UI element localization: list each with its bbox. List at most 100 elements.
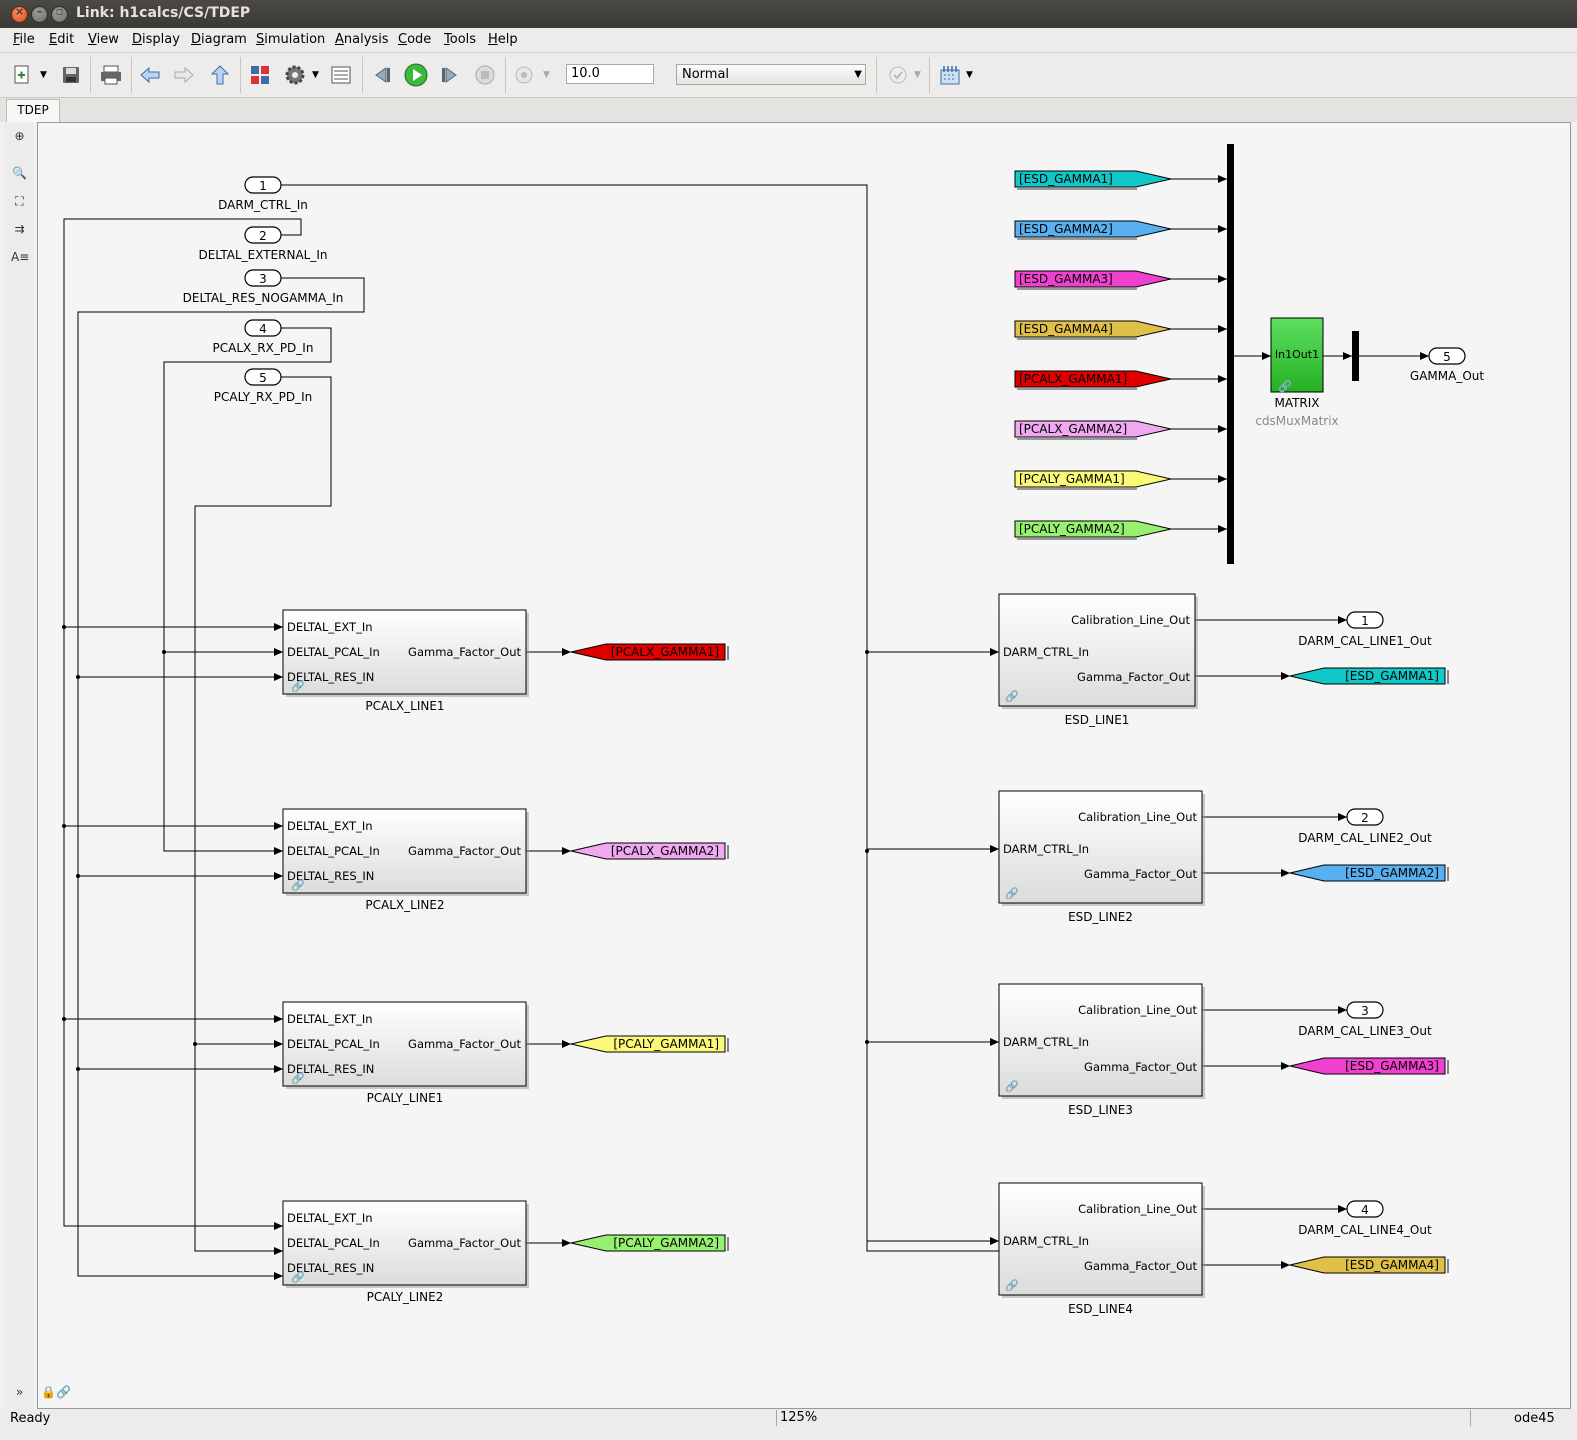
logging-dropdown-arrow-icon[interactable]: ▼ [966,70,973,80]
menu-code[interactable]: Code [398,32,432,47]
goto-shape[interactable] [570,643,726,661]
step-back-icon[interactable] [368,61,396,89]
demux-block[interactable] [1352,331,1359,381]
goto-tag[interactable]: [ESD_GAMMA1] [1289,667,1449,685]
model-explorer-icon[interactable] [327,61,355,89]
annotation-icon[interactable]: A≡ [11,250,30,264]
minimize-window-button[interactable]: – [31,5,48,23]
matrix-body[interactable] [1270,317,1324,393]
block-body[interactable] [998,790,1203,904]
goto-shape[interactable] [1289,1057,1446,1075]
goto-shape[interactable] [1289,1256,1446,1274]
goto-shape[interactable] [1289,864,1446,882]
from-shape[interactable] [1014,370,1172,388]
from-shape[interactable] [1014,420,1172,438]
tab-tdep[interactable]: TDEP [6,99,60,122]
block-body[interactable] [282,808,527,894]
from-tag[interactable]: [PCALY_GAMMA1] [1014,470,1172,490]
subsystem-pcaly_line2[interactable]: DELTAL_EXT_InDELTAL_PCAL_InDELTAL_RES_IN… [282,1200,529,1304]
block-body[interactable] [998,1182,1203,1296]
new-dropdown-arrow-icon[interactable]: ▼ [40,70,47,80]
goto-shape[interactable] [1289,667,1446,685]
back-icon[interactable] [136,61,164,89]
from-shape[interactable] [1014,520,1172,538]
menu-diagram[interactable]: Diagram [191,32,247,47]
library-browser-icon[interactable] [246,61,274,89]
from-tag[interactable]: [PCALX_GAMMA2] [1014,420,1172,440]
block-body[interactable] [998,593,1196,707]
from-shape[interactable] [1014,220,1172,238]
expand-palette-icon[interactable]: » [15,1385,24,1399]
up-to-parent-icon[interactable] [206,61,234,89]
signal-logging-icon[interactable] [936,61,964,89]
stop-icon[interactable] [471,61,499,89]
menu-display[interactable]: Display [132,32,180,47]
config-dropdown-arrow-icon[interactable]: ▼ [312,70,319,80]
maximize-window-button[interactable]: ▫ [51,5,68,23]
outport-oval[interactable] [1346,1001,1384,1019]
goto-tag[interactable]: [ESD_GAMMA3] [1289,1057,1449,1075]
inport-oval[interactable] [244,368,282,386]
record-icon[interactable] [510,61,538,89]
goto-tag[interactable]: [ESD_GAMMA4] [1289,1256,1449,1274]
subsystem-esd_line1[interactable]: DARM_CTRL_InCalibration_Line_OutGamma_Fa… [998,593,1198,727]
hide-explorer-icon[interactable]: ⊕ [14,129,25,143]
from-shape[interactable] [1014,270,1172,288]
from-tag[interactable]: [ESD_GAMMA3] [1014,270,1172,290]
outport-oval[interactable] [1428,347,1466,365]
goto-tag[interactable]: [PCALX_GAMMA2] [570,842,729,860]
block-body[interactable] [282,1001,527,1087]
menu-help[interactable]: Help [488,32,518,47]
menu-simulation[interactable]: Simulation [256,32,326,47]
from-shape[interactable] [1014,470,1172,488]
menu-tools[interactable]: Tools [444,32,477,47]
from-tag[interactable]: [ESD_GAMMA2] [1014,220,1172,240]
subsystem-pcalx_line1[interactable]: DELTAL_EXT_InDELTAL_PCAL_InDELTAL_RES_IN… [282,609,529,713]
print-icon[interactable] [97,61,125,89]
menu-file[interactable]: File [13,32,35,47]
forward-icon[interactable] [170,61,198,89]
zoom-icon[interactable]: 🔍 [12,166,27,180]
subsystem-esd_line2[interactable]: DARM_CTRL_InCalibration_Line_OutGamma_Fa… [998,790,1205,924]
menu-view[interactable]: View [88,32,119,47]
goto-tag[interactable]: [PCALY_GAMMA1] [570,1035,729,1053]
inport-oval[interactable] [244,319,282,337]
from-shape[interactable] [1014,170,1172,188]
stop-time-input[interactable]: 10.0 [566,64,654,84]
model-config-gear-icon[interactable] [281,61,309,89]
block-body[interactable] [282,609,527,695]
arrows-icon[interactable]: ⇉ [14,222,25,236]
goto-shape[interactable] [570,1234,726,1252]
from-tag[interactable]: [PCALX_GAMMA1] [1014,370,1172,390]
new-model-icon[interactable] [9,61,37,89]
block-body[interactable] [998,983,1203,1097]
block-body[interactable] [282,1200,527,1286]
inport-oval[interactable] [244,269,282,287]
outport-oval[interactable] [1346,808,1384,826]
outport-oval[interactable] [1346,611,1384,629]
from-tag[interactable]: [ESD_GAMMA4] [1014,320,1172,340]
record-dropdown-arrow-icon[interactable]: ▼ [543,70,550,80]
from-shape[interactable] [1014,320,1172,338]
inport-oval[interactable] [244,226,282,244]
save-icon[interactable] [57,61,85,89]
outport-oval[interactable] [1346,1200,1384,1218]
goto-shape[interactable] [570,842,726,860]
simulation-mode-select[interactable]: Normal▼ [676,64,866,85]
close-window-button[interactable]: × [11,5,28,23]
mux-block[interactable] [1227,144,1234,564]
run-icon[interactable] [402,61,430,89]
subsystem-pcaly_line1[interactable]: DELTAL_EXT_InDELTAL_PCAL_InDELTAL_RES_IN… [282,1001,529,1105]
goto-tag[interactable]: [ESD_GAMMA2] [1289,864,1449,882]
